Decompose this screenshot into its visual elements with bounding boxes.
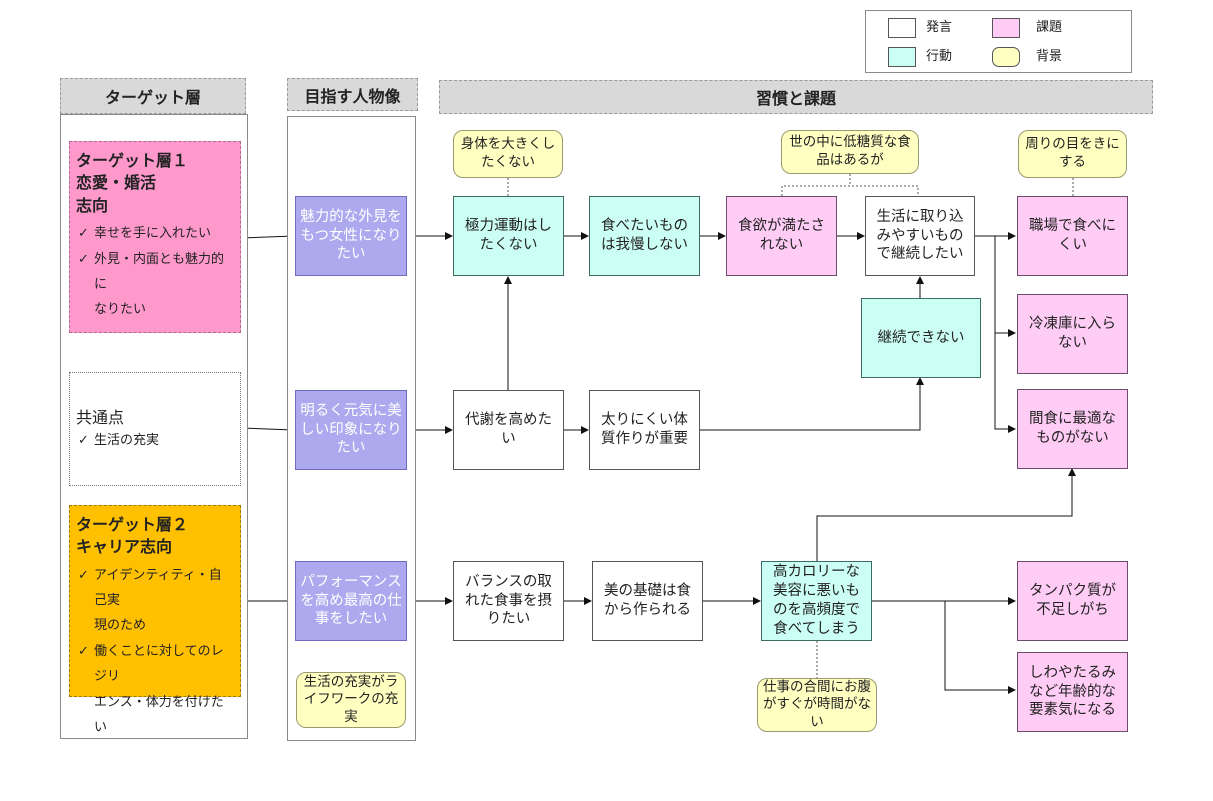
action-no-restraint: 食べたいものは我慢しない <box>589 196 700 276</box>
legend-label-background: 背景 <box>1036 49 1063 64</box>
statement-beauty-food: 美の基礎は食から作られる <box>592 561 703 641</box>
header-habits: 習慣と課題 <box>439 80 1153 114</box>
statement-metabolism: 代謝を高めたい <box>453 390 564 470</box>
target2-item: 働くことに対してのレジリ <box>76 639 234 690</box>
common-title: 共通点 <box>76 408 125 428</box>
legend-label-action: 行動 <box>926 49 953 64</box>
legend-swatch-statement <box>888 18 916 38</box>
issue-protein: タンパク質が不足しがち <box>1017 561 1128 641</box>
common-point: 共通点 生活の充実 <box>69 372 241 486</box>
target2-list-b: 働くことに対してのレジリ <box>76 639 234 690</box>
legend-swatch-background <box>992 47 1020 67</box>
target1-item: 幸せを手に入れたい <box>76 221 234 247</box>
action-high-calorie: 高カロリーな美容に悪いものを高頻度で食べてしまう <box>761 561 872 641</box>
action-cannot-continue: 継続できない <box>861 298 981 378</box>
target2-item-continued: エンス・体力を付けたい <box>94 694 224 735</box>
bubble-others-eyes: 周りの目をきにする <box>1018 130 1127 178</box>
target2-list: アイデンティティ・自己実 <box>76 563 234 614</box>
target-segment-1: ターゲット層１ 恋愛・婚活 志向 幸せを手に入れたい 外見・内面とも魅力的に な… <box>69 141 241 333</box>
header-target: ターゲット層 <box>60 78 246 114</box>
issue-snack: 間食に最適なものがない <box>1017 389 1128 469</box>
statement-body-constitution: 太りにくい体質作りが重要 <box>589 390 700 470</box>
persona-box-1: 魅力的な外見をもつ女性になりたい <box>295 196 407 276</box>
target2-title-line1: ターゲット層２ <box>76 515 189 534</box>
header-persona: 目指す人物像 <box>287 78 418 111</box>
target2-item: アイデンティティ・自己実 <box>76 563 234 614</box>
target1-list: 幸せを手に入れたい 外見・内面とも魅力的に <box>76 221 234 297</box>
legend-label-issue: 課題 <box>1036 20 1063 35</box>
target2-title-line2: キャリア志向 <box>76 537 173 557</box>
persona-bubble: 生活の充実がライフワークの充実 <box>296 672 406 728</box>
issue-freezer: 冷凍庫に入らない <box>1017 294 1128 374</box>
common-list: 生活の充実 <box>76 428 234 454</box>
legend-swatch-issue <box>992 18 1020 38</box>
legend-label-statement: 発言 <box>926 20 953 35</box>
target1-item-continued: なりたい <box>94 302 147 318</box>
target1-title-line1: ターゲット層１ <box>76 151 189 170</box>
issue-workplace: 職場で食べにくい <box>1017 196 1128 276</box>
target-segment-2: ターゲット層２ キャリア志向 アイデンティティ・自己実 現のため 働くことに対し… <box>69 505 241 735</box>
legend: 発言 課題 行動 背景 <box>865 10 1132 73</box>
bubble-body-size: 身体を大きくしたくない <box>453 130 563 178</box>
bubble-no-time: 仕事の合間にお腹がすぐが時間がない <box>757 678 877 732</box>
statement-balanced-meal: バランスの取れた食事を摂りたい <box>453 561 564 641</box>
persona-box-3: パフォーマンスを高め最高の仕事をしたい <box>295 561 407 641</box>
persona-box-2: 明るく元気に美しい印象になりたい <box>295 390 407 470</box>
target1-title-line3: 志向 <box>76 195 109 215</box>
target1-item: 外見・内面とも魅力的に <box>76 247 234 298</box>
statement-easy-continue: 生活に取り込みやすいもので継続したい <box>865 196 975 276</box>
issue-wrinkles: しわやたるみなど年齢的な要素気になる <box>1017 652 1128 732</box>
issue-appetite: 食欲が満たされない <box>726 196 837 276</box>
legend-swatch-action <box>888 47 916 67</box>
target1-title-line2: 恋愛・婚活 <box>76 173 157 193</box>
target2-item-continued: 現のため <box>94 618 147 634</box>
bubble-low-sugar: 世の中に低糖質な食品はあるが <box>781 130 919 174</box>
action-avoid-exercise: 極力運動はしたくない <box>453 196 564 276</box>
common-item: 生活の充実 <box>76 428 234 454</box>
